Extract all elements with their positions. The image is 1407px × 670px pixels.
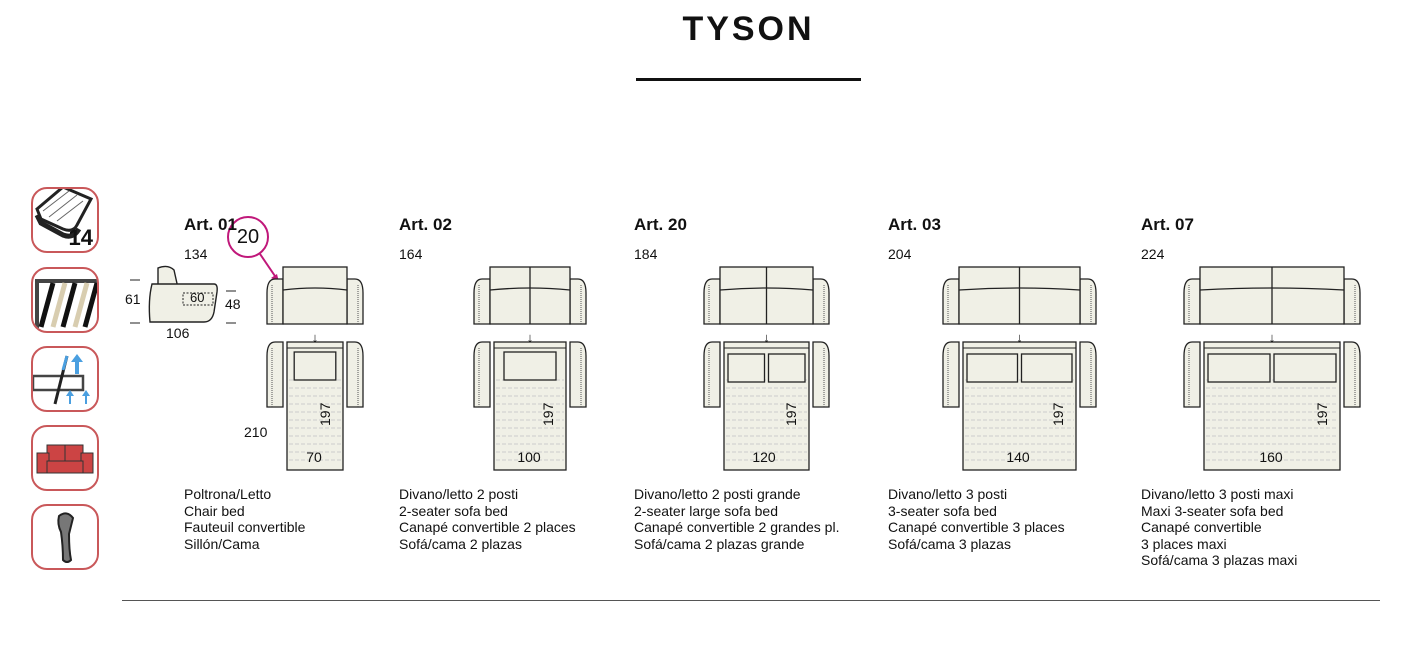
- sofa-width-label: 204: [888, 246, 912, 262]
- bed-length-label: 197: [783, 402, 799, 426]
- description-line: Chair bed: [184, 502, 245, 519]
- sofa-diagram: ↓: [703, 266, 830, 471]
- sofa-width-label: 224: [1141, 246, 1165, 262]
- bed-width-label: 70: [306, 449, 322, 465]
- description-line: Poltrona/Letto: [184, 486, 272, 502]
- down-arrow-icon: ↓: [527, 330, 534, 345]
- side-height-label: 61: [125, 291, 141, 307]
- sofa-width-label: 184: [634, 246, 658, 262]
- sofa-icon: [31, 425, 99, 491]
- armrest-profile-icon: [31, 504, 99, 570]
- sofa-diagram: ↓: [942, 266, 1097, 471]
- description-line: Divano/letto 2 posti grande: [634, 486, 801, 502]
- armrest-width-badge: 20: [227, 216, 269, 258]
- description-line: Fauteuil convertible: [184, 519, 306, 536]
- bed-width-label: 100: [517, 449, 541, 465]
- article-name: Art. 03: [888, 215, 941, 234]
- article-name: Art. 07: [1141, 215, 1194, 234]
- side-view-drawing: [130, 265, 236, 324]
- description-line: Sillón/Cama: [184, 535, 260, 552]
- down-arrow-icon: ↓: [1016, 330, 1023, 345]
- seat-cushion-thickness-icon: 14: [31, 187, 99, 253]
- down-arrow-icon: ↓: [312, 330, 319, 345]
- description-line: Sofá/cama 2 plazas: [399, 535, 522, 552]
- sofa-diagram: ↓: [1183, 266, 1361, 471]
- description-line: Canapé convertible 2 places: [399, 519, 576, 536]
- sofa-width-label: 134: [184, 246, 208, 262]
- slatted-bed-base-icon: [31, 267, 99, 333]
- bed-width-label: 140: [1006, 449, 1030, 465]
- description-line: Sofá/cama 3 plazas maxi: [1141, 552, 1298, 569]
- bed-length-label: 197: [1050, 402, 1066, 426]
- bed-length-label: 197: [1314, 402, 1330, 426]
- seat-height-label: 48: [225, 296, 241, 312]
- description-line: Canapé convertible: [1141, 519, 1262, 536]
- description-line: 3-seater sofa bed: [888, 502, 997, 519]
- bottom-divider: [122, 600, 1380, 601]
- description-line: Divano/letto 2 posti: [399, 486, 519, 502]
- description-line: Canapé convertible 3 places: [888, 519, 1065, 536]
- article-name: Art. 02: [399, 215, 452, 234]
- seat-depth-label: 60: [190, 290, 205, 305]
- article-name: Art. 20: [634, 215, 687, 234]
- down-arrow-icon: ↓: [1269, 330, 1276, 345]
- title-divider: [636, 78, 861, 81]
- description-line: Sofá/cama 3 plazas: [888, 535, 1011, 552]
- description-line: 2-seater sofa bed: [399, 502, 508, 519]
- sofa-diagram: ↓: [473, 266, 587, 471]
- opening-mechanism-icon: [31, 346, 99, 412]
- description-line: 3 places maxi: [1141, 535, 1227, 552]
- description-line: Canapé convertible 2 grandes pl.: [634, 519, 840, 536]
- description-line: Divano/letto 3 posti maxi: [1141, 486, 1294, 502]
- sofa-width-label: 164: [399, 246, 423, 262]
- bed-width-label: 120: [752, 449, 776, 465]
- down-arrow-icon: ↓: [763, 330, 770, 345]
- article-name: Art. 01: [184, 215, 237, 234]
- description-line: Maxi 3-seater sofa bed: [1141, 502, 1284, 519]
- description-line: Divano/letto 3 posti: [888, 486, 1008, 502]
- description-line: Sofá/cama 2 plazas grande: [634, 535, 805, 552]
- sofa-diagram: ↓: [266, 266, 364, 471]
- bed-width-label: 160: [1259, 449, 1283, 465]
- page-title: TYSON: [682, 10, 815, 48]
- depth-label: 106: [166, 325, 190, 341]
- description-line: 2-seater large sofa bed: [634, 502, 778, 519]
- bed-length-label: 197: [317, 402, 333, 426]
- open-length-label: 210: [244, 424, 268, 440]
- bed-length-label: 197: [540, 402, 556, 426]
